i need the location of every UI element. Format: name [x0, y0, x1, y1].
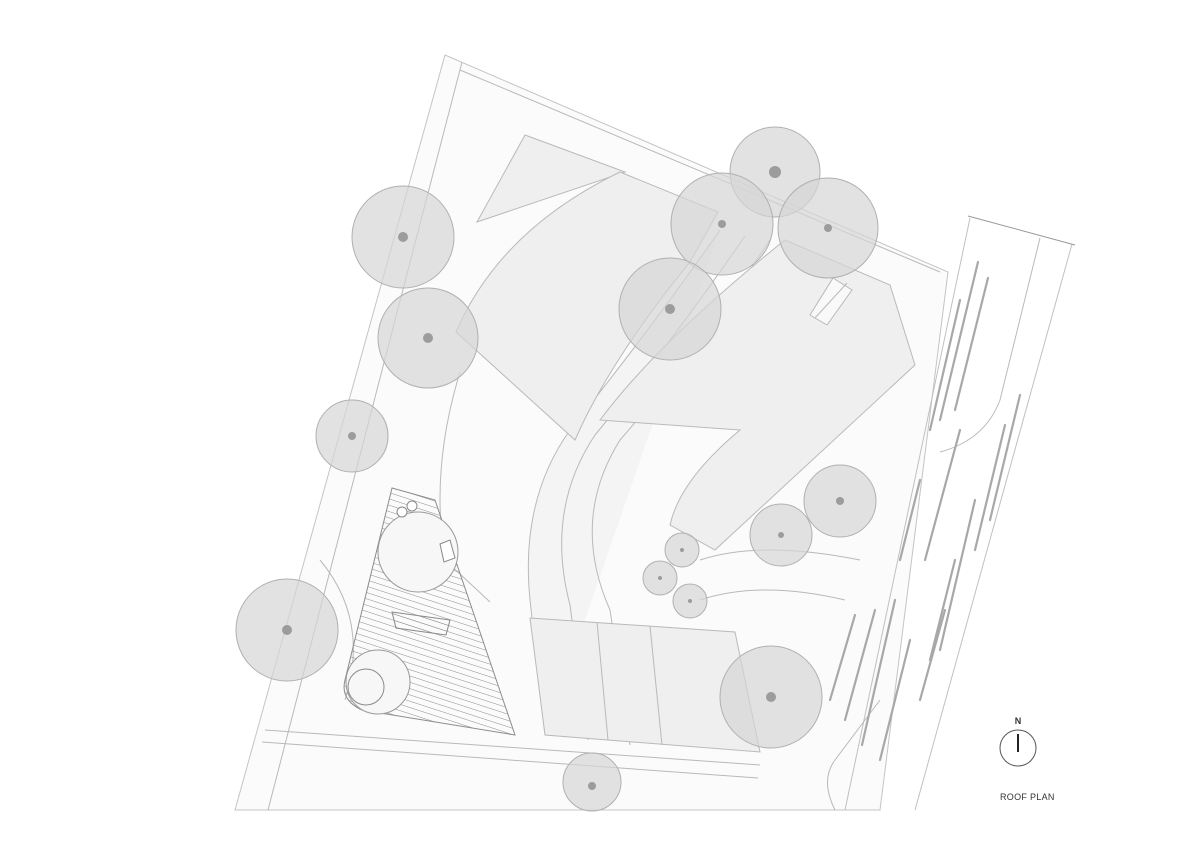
site-path-south-2 [261, 741, 759, 779]
road-markings [828, 260, 1022, 762]
road-centerline [939, 237, 1041, 453]
carport-divider-1 [596, 621, 609, 741]
road-edge-west [844, 217, 971, 811]
skylight-diagonal [814, 282, 848, 319]
north-arrow-icon [999, 729, 1037, 767]
garden-curve-4 [699, 589, 846, 601]
carport-roof [529, 617, 761, 753]
site-path-south [264, 729, 761, 766]
roof-volume-north [475, 134, 627, 223]
pool-inner [347, 668, 385, 706]
road-edge-east [914, 243, 1073, 811]
road-curve-entry [827, 699, 881, 811]
plan-title: ROOF PLAN [1000, 792, 1055, 802]
carport-divider-2 [649, 625, 663, 746]
pool-round [377, 511, 459, 593]
tree-centers [282, 166, 844, 790]
planter-2 [406, 500, 418, 512]
tiny-deck [439, 539, 456, 563]
north-label: N [1014, 716, 1022, 726]
planter-1 [396, 506, 408, 518]
pool-small [345, 649, 411, 715]
bench [391, 611, 451, 636]
road-top-edge [967, 215, 1076, 246]
